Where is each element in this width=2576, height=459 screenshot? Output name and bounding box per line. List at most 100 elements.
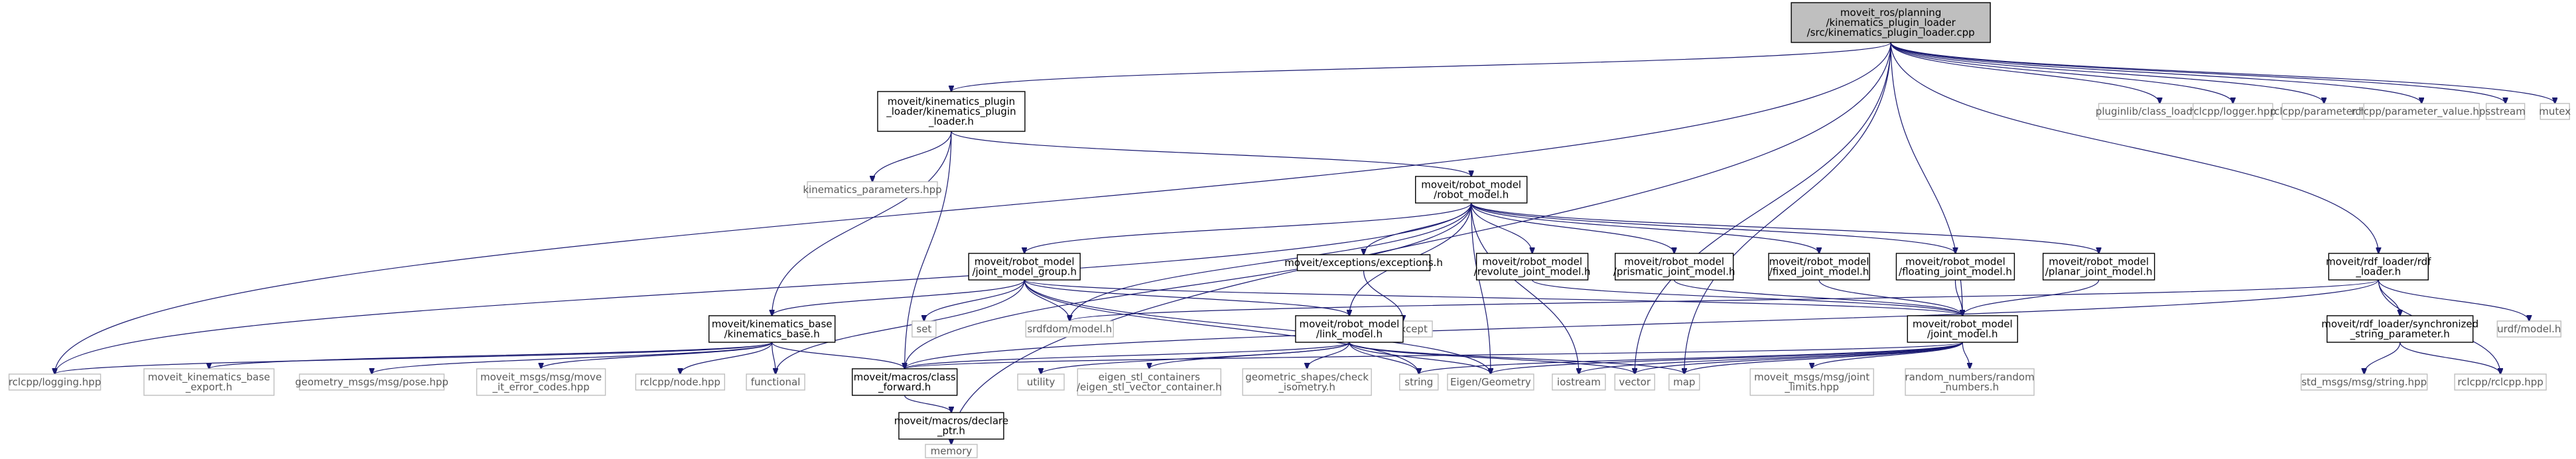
- node-label-std-msgs-string-line-0: std_msgs/msg/string.hpp: [2301, 376, 2427, 389]
- edge-joint_model-to-eigen_geom: [1491, 342, 1963, 374]
- edge-jmg-to-srdfdom: [1024, 279, 1069, 321]
- node-label-move-it-error-line-0: moveit_msgs/msg/move: [480, 371, 602, 384]
- node-label-functional-line-0: functional: [751, 376, 801, 388]
- node-kin-base[interactable]: moveit/kinematics_base/kinematics_base.h: [708, 315, 836, 343]
- node-label-planar-line-1: /planar_joint_model.h: [2045, 266, 2153, 279]
- edge-kin_base-to-class_forward: [772, 342, 905, 369]
- node-floating[interactable]: moveit/robot_model/floating_joint_model.…: [1895, 253, 2015, 281]
- node-label-rdf-loader-line-0: moveit/rdf_loader/rdf: [2326, 256, 2431, 269]
- edge-sync_string-to-std_msgs_string: [2364, 342, 2401, 374]
- node-box-rclcpp-logger: [2193, 103, 2273, 120]
- node-label-srdfdom-line-0: srdfdom/model.h: [1027, 323, 1112, 335]
- node-label-kpl-h-line-2: _loader.h: [928, 115, 974, 128]
- edge-root-to-rclcpp_logging: [55, 42, 1891, 374]
- node-link-model[interactable]: moveit/robot_model/link_model.h: [1295, 315, 1404, 343]
- node-declare-ptr[interactable]: moveit/macros/declare_ptr.h: [894, 412, 1008, 440]
- node-box-kpl-h: [877, 91, 1026, 132]
- node-box-utility: [1017, 373, 1065, 391]
- node-label-memory-line-0: memory: [931, 445, 973, 457]
- node-sync-string[interactable]: moveit/rdf_loader/synchronized_string_pa…: [2321, 315, 2478, 343]
- edge-kin_base-to-rclcpp_node: [680, 342, 773, 374]
- node-label-root-line-0: moveit_ros/planning: [1840, 7, 1941, 19]
- node-rdf-loader[interactable]: moveit/rdf_loader/rdf_loader.h: [2326, 253, 2431, 281]
- node-label-sync-string-line-1: _string_parameter.h: [2350, 328, 2450, 341]
- edge-robot_model_h-to-srdfdom: [1069, 202, 1472, 321]
- node-robot-model-h[interactable]: moveit/robot_model/robot_model.h: [1415, 176, 1528, 204]
- node-label-revolute-line-1: /revolute_joint_model.h: [1474, 266, 1591, 279]
- edge-link_model-to-string: [1349, 342, 1419, 374]
- node-label-root-line-2: /src/kinematics_plugin_loader.cpp: [1807, 27, 1975, 39]
- node-box-rclcpp-logging: [8, 373, 102, 391]
- node-box-geom-pose: [299, 373, 445, 391]
- edge-sync_string-to-rclcpp_rclcpp: [2400, 342, 2500, 374]
- node-kpl-h[interactable]: moveit/kinematics_plugin_loader/kinemati…: [877, 91, 1026, 132]
- edge-robot_model_h-to-floating: [1471, 202, 1956, 253]
- node-box-functional: [746, 373, 805, 391]
- node-label-prismatic-line-1: /prismatic_joint_model.h: [1613, 266, 1735, 279]
- edge-revolute-to-joint_model: [1532, 279, 1963, 316]
- node-box-geom-shapes: [1242, 368, 1372, 396]
- node-geom-shapes: geometric_shapes/check_isometry.h: [1242, 368, 1372, 396]
- edge-exceptions-to-stdexcept: [1363, 270, 1403, 321]
- node-label-joint-limits-line-0: moveit_msgs/msg/joint: [1754, 371, 1869, 384]
- node-joint-model[interactable]: moveit/robot_model/joint_model.h: [1907, 315, 2018, 343]
- edge-robot_model_h-to-revolute: [1471, 202, 1532, 253]
- node-box-eigen-stl: [1077, 368, 1222, 396]
- node-functional: functional: [746, 373, 805, 391]
- node-box-kin-base: [708, 315, 836, 343]
- node-kin-base-export: moveit_kinematics_base_export.h: [143, 368, 275, 396]
- edge-kin_base-to-rclcpp_logging: [55, 342, 773, 374]
- edge-kpl_h-to-class_forward: [905, 131, 952, 369]
- edge-robot_model_h-to-eigen_geom: [1471, 202, 1491, 374]
- node-class-forward[interactable]: moveit/macros/class_forward.h: [851, 368, 958, 396]
- node-label-eigen-stl-line-1: /eigen_stl_vector_container.h: [1077, 381, 1222, 394]
- node-label-rclcpp-param-value-line-0: rclcpp/parameter_value.hpp: [2351, 105, 2492, 118]
- edge-rdf_loader-to-class_forward: [905, 279, 2379, 369]
- node-prismatic[interactable]: moveit/robot_model/prismatic_joint_model…: [1613, 253, 1735, 281]
- node-label-exceptions-line-0: moveit/exceptions/exceptions.h: [1284, 257, 1443, 269]
- node-vector: vector: [1614, 373, 1655, 391]
- edge-robot_model_h-to-iostream: [1471, 202, 1579, 374]
- node-box-link-model: [1295, 315, 1404, 343]
- node-box-sync-string: [2327, 315, 2474, 343]
- node-exceptions[interactable]: moveit/exceptions/exceptions.h: [1284, 254, 1443, 271]
- node-srdfdom: srdfdom/model.h: [1025, 320, 1115, 338]
- node-rclcpp-param: rclcpp/parameter.hpp: [2270, 103, 2378, 120]
- node-eigen-stl: eigen_stl_containers/eigen_stl_vector_co…: [1077, 368, 1222, 396]
- node-label-geom-shapes-line-1: _isometry.h: [1278, 381, 1335, 394]
- node-fixed[interactable]: moveit/robot_model/fixed_joint_model.h: [1768, 253, 1870, 281]
- node-box-exceptions: [1296, 254, 1431, 271]
- edge-joint_model-to-class_forward: [905, 342, 1963, 369]
- edge-prismatic-to-joint_model: [1674, 279, 1963, 316]
- edge-kpl_h-to-robot_model_h: [951, 131, 1471, 176]
- node-box-string: [1399, 373, 1439, 391]
- edge-robot_model_h-to-fixed: [1471, 202, 1819, 253]
- node-label-utility-line-0: utility: [1027, 376, 1055, 388]
- edge-joint_model-to-random_numbers: [1962, 342, 1970, 369]
- node-box-random-numbers: [1905, 368, 2035, 396]
- node-label-urdf-model-line-0: urdf/model.h: [2497, 323, 2561, 335]
- nodes-layer: moveit_ros/planning/kinematics_plugin_lo…: [8, 2, 2571, 458]
- node-label-rclcpp-logger-line-0: rclcpp/logger.hpp: [2190, 105, 2276, 117]
- edge-link_model-to-eigen_geom: [1349, 342, 1491, 374]
- edge-link_model-to-map: [1349, 342, 1684, 374]
- node-label-fixed-line-0: moveit/robot_model: [1769, 256, 1869, 269]
- node-jmg[interactable]: moveit/robot_model/joint_model_group.h: [968, 253, 1081, 281]
- edge-jmg-to-string: [1024, 279, 1419, 374]
- node-planar[interactable]: moveit/robot_model/planar_joint_model.h: [2042, 253, 2155, 281]
- node-label-rclcpp-logging-line-0: rclcpp/logging.hpp: [9, 376, 102, 388]
- edge-link_model-to-eigen_stl: [1149, 342, 1350, 369]
- edge-root-to-map: [1684, 42, 1891, 374]
- node-box-rclcpp-node: [635, 373, 725, 391]
- node-rclcpp-logging: rclcpp/logging.hpp: [8, 373, 102, 391]
- node-rclcpp-param-value: rclcpp/parameter_value.hpp: [2351, 103, 2492, 120]
- node-box-joint-model: [1907, 315, 2018, 343]
- edges-layer: [55, 42, 2555, 444]
- node-revolute[interactable]: moveit/robot_model/revolute_joint_model.…: [1474, 253, 1591, 281]
- edge-kin_base-to-geom_pose: [372, 342, 773, 374]
- node-std-msgs-string: std_msgs/msg/string.hpp: [2300, 373, 2428, 391]
- node-root[interactable]: moveit_ros/planning/kinematics_plugin_lo…: [1791, 2, 1991, 43]
- node-label-robot-model-h-line-1: /robot_model.h: [1434, 189, 1509, 202]
- node-rclcpp-node: rclcpp/node.hpp: [635, 373, 725, 391]
